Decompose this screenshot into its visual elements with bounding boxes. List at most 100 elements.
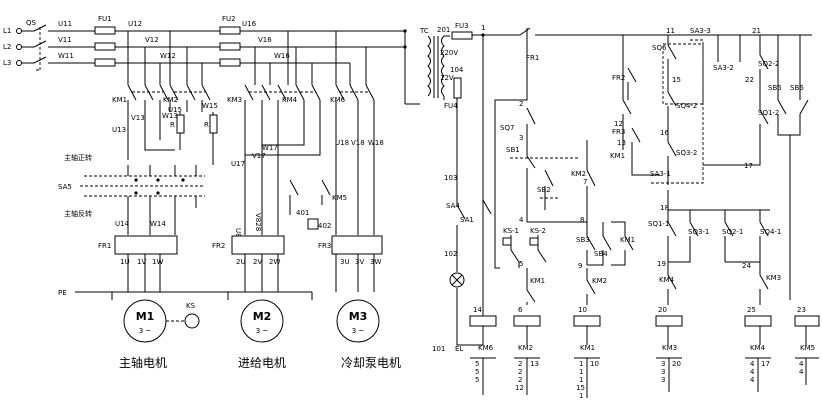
- xref-km4: 4 4 4 17: [745, 357, 771, 392]
- xref-value: 1: [579, 368, 583, 376]
- fr1-box: [114, 235, 178, 255]
- coil-km3-name: KM3: [662, 344, 677, 352]
- km2-aux-contact: [586, 140, 596, 222]
- sb4-label: SB4: [594, 250, 608, 258]
- node-15: 15: [672, 76, 681, 84]
- node-8: 8: [580, 216, 584, 224]
- km4-interlock-label: KM4: [659, 276, 675, 284]
- node-w18: W18: [368, 139, 384, 147]
- sq22-label: SQ2-2: [758, 60, 779, 68]
- sb3-contact: [586, 222, 596, 265]
- xref-value: 2: [518, 376, 522, 384]
- motor-m2-id: M2: [253, 310, 272, 323]
- coil-km5-num: 23: [797, 306, 806, 314]
- ks2-label: KS-2: [530, 227, 546, 235]
- km2-feed: [169, 31, 203, 85]
- coil-km2-num: 6: [518, 306, 523, 314]
- coil-km3-num: 20: [658, 306, 667, 314]
- sb1-label: SB1: [506, 146, 520, 154]
- km2-contacts: [169, 84, 211, 112]
- coil-km3: [655, 315, 683, 327]
- tc-label: TC: [419, 27, 429, 35]
- coil-km4-num: 25: [747, 306, 756, 314]
- fr3-contact: [631, 127, 641, 160]
- sq12-label: SQ1-2: [758, 109, 779, 117]
- fu1-label: FU1: [98, 15, 112, 23]
- tc-secondary-leads: [443, 35, 450, 100]
- m2-leads: [244, 254, 279, 270]
- sq11-label: SQ1-1: [648, 220, 669, 228]
- km1-interlock: [526, 268, 536, 305]
- sa32-label: SA3-2: [713, 64, 734, 72]
- km6-contacts: [335, 84, 375, 101]
- m2-connections: [244, 270, 279, 292]
- node-11: 11: [666, 27, 675, 35]
- fu4-fuse: [453, 77, 462, 99]
- xref-value: 10: [590, 360, 599, 368]
- node-103: 103: [444, 174, 457, 182]
- resistor-2: [209, 114, 218, 134]
- motor-m3-id: M3: [349, 310, 368, 323]
- xref-value: 5: [475, 376, 479, 384]
- xref-value: 1: [579, 376, 583, 384]
- xref-km2: 2 2 2 12 13: [514, 357, 540, 395]
- node-w17: W17: [262, 144, 278, 152]
- m1-connections: [127, 270, 161, 292]
- node-v828: V828: [254, 213, 262, 231]
- xref-value: 3: [661, 368, 665, 376]
- lamp-branch: [456, 35, 484, 346]
- m3-term-3v: 3V: [355, 258, 364, 266]
- sa5-bottom-contacts: [127, 196, 197, 208]
- xref-value: 4: [799, 360, 804, 368]
- xref-value: 17: [761, 360, 770, 368]
- motor-m3-caption: 冷却泵电机: [341, 356, 401, 370]
- ks1-box: [502, 237, 512, 246]
- fr3-column: [622, 35, 632, 150]
- ks2-box: [529, 237, 539, 246]
- lamp-cross: [451, 274, 463, 286]
- xref-lines: [745, 357, 771, 392]
- coil-km4: [744, 315, 772, 327]
- xref-lines: [470, 357, 496, 395]
- sq7-label: SQ7: [500, 124, 514, 132]
- xref-value: 5: [475, 360, 479, 368]
- sq32-label: SQ3-2: [676, 149, 697, 157]
- node-w11: W11: [58, 52, 74, 60]
- km4-feed: [295, 47, 313, 85]
- tc-core: [433, 36, 439, 98]
- node-u13: U13: [112, 126, 126, 134]
- km4-interlock: [667, 262, 677, 305]
- sq31-contact: [668, 210, 699, 263]
- node-102: 102: [444, 250, 457, 258]
- node-w12: W12: [160, 52, 176, 60]
- sb2-label: SB2: [537, 186, 551, 194]
- km1-feed: [127, 31, 161, 85]
- sq32-contact: [667, 130, 677, 172]
- node-21: 21: [752, 27, 761, 35]
- xref-value: 2: [518, 360, 522, 368]
- km1-interlock-label: KM1: [530, 277, 545, 285]
- qs-label: QS: [26, 19, 37, 27]
- m1-term-1w: 1W: [152, 258, 163, 266]
- motor-m1-id: M1: [136, 310, 155, 323]
- sq42-label: SQ4-2: [676, 102, 697, 110]
- motor-m2: [240, 299, 284, 343]
- xref-lines: [514, 357, 540, 395]
- node-w16: W16: [274, 52, 290, 60]
- tc-220v: 220V: [440, 49, 458, 57]
- km1-contacts: [127, 84, 169, 108]
- fr1-label: FR1: [98, 242, 111, 250]
- qs-pole-1: [22, 24, 95, 32]
- sa5-dot: [181, 178, 185, 182]
- sq12-contact: [703, 100, 769, 166]
- km3-interlock: [759, 262, 769, 305]
- fu2-label: FU2: [222, 15, 236, 23]
- sa5-label: SA5: [58, 183, 72, 191]
- m3-term-3u: 3U: [340, 258, 350, 266]
- coil-km1-num: 10: [578, 306, 587, 314]
- fr1-contact-label: FR1: [526, 54, 539, 62]
- control-circuit: TC 201 220V 12V FU3 1 FR1 104 FU4 103 SA…: [404, 22, 820, 400]
- fr2-contact: [627, 67, 637, 100]
- fu2-fuse-2: [219, 42, 241, 51]
- node-7: 7: [583, 178, 587, 186]
